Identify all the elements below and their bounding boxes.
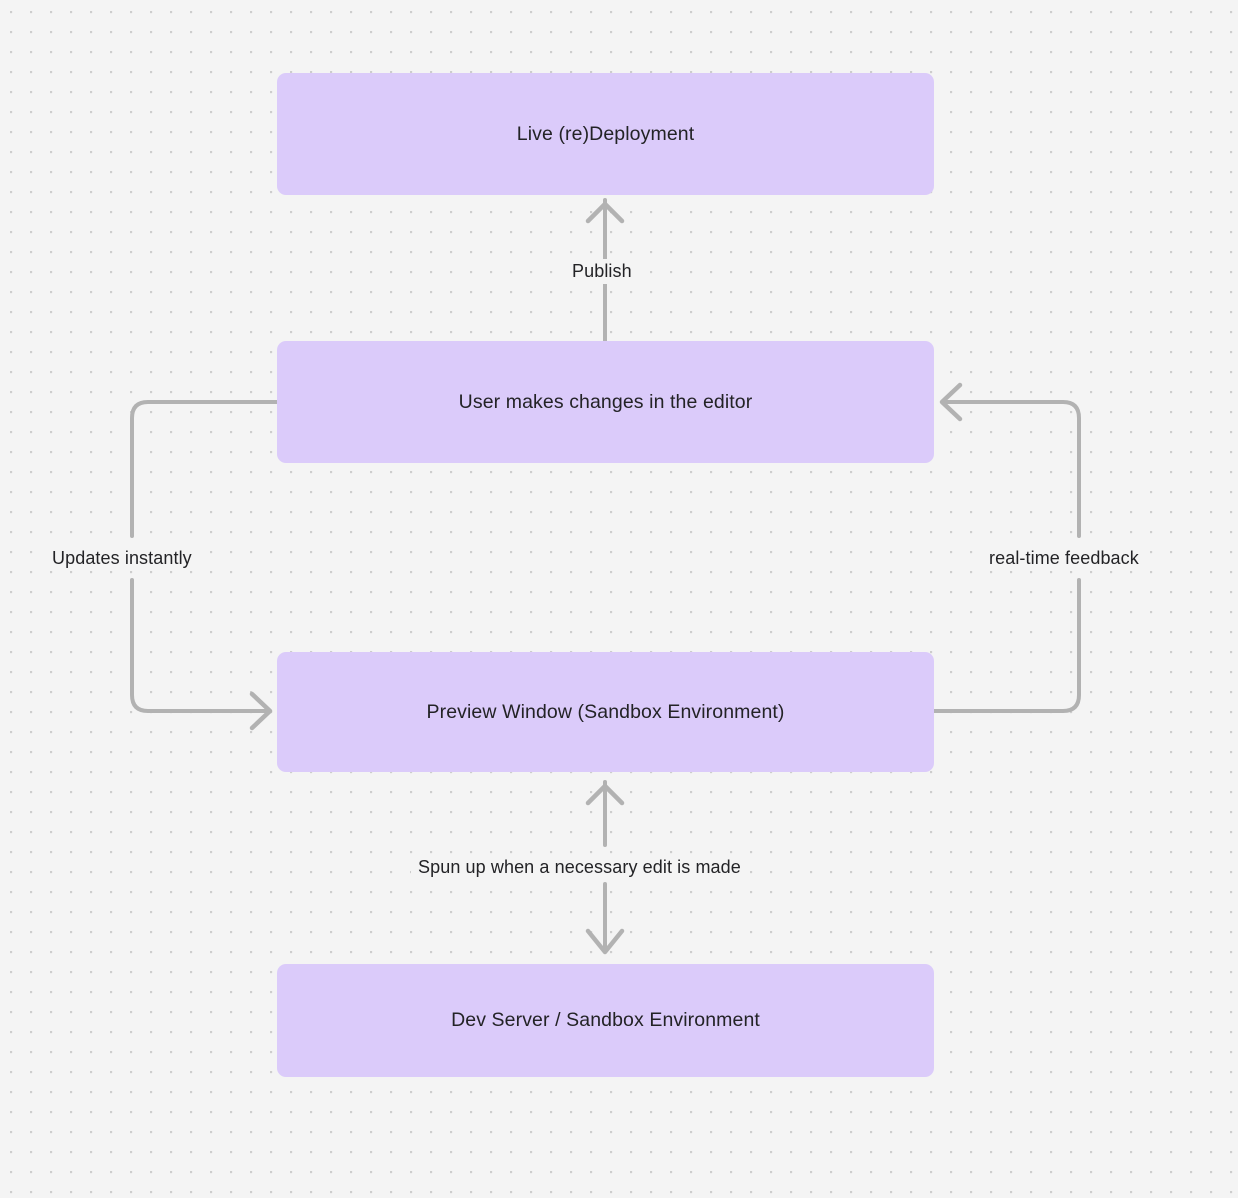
- arrowhead-right-icon: [249, 691, 273, 731]
- node-label: User makes changes in the editor: [458, 390, 753, 413]
- arrowhead-up-icon: [585, 783, 625, 806]
- node-label: Dev Server / Sandbox Environment: [451, 1009, 760, 1032]
- arrowhead-down-icon: [585, 928, 625, 955]
- edge-label-realtime-feedback: real-time feedback: [982, 546, 1146, 571]
- arrowhead-left-icon: [939, 382, 963, 422]
- node-user-makes-changes[interactable]: User makes changes in the editor: [277, 341, 934, 463]
- node-label: Preview Window (Sandbox Environment): [426, 700, 785, 723]
- edge-label-updates-instantly: Updates instantly: [45, 546, 199, 571]
- edge-label-publish: Publish: [565, 259, 639, 284]
- node-preview-window[interactable]: Preview Window (Sandbox Environment): [277, 652, 934, 772]
- node-dev-server[interactable]: Dev Server / Sandbox Environment: [277, 964, 934, 1077]
- node-live-redeployment[interactable]: Live (re)Deployment: [277, 73, 934, 195]
- node-label: Live (re)Deployment: [516, 122, 695, 145]
- arrowhead-up-icon: [585, 201, 625, 224]
- edge-label-spun-up: Spun up when a necessary edit is made: [411, 855, 748, 880]
